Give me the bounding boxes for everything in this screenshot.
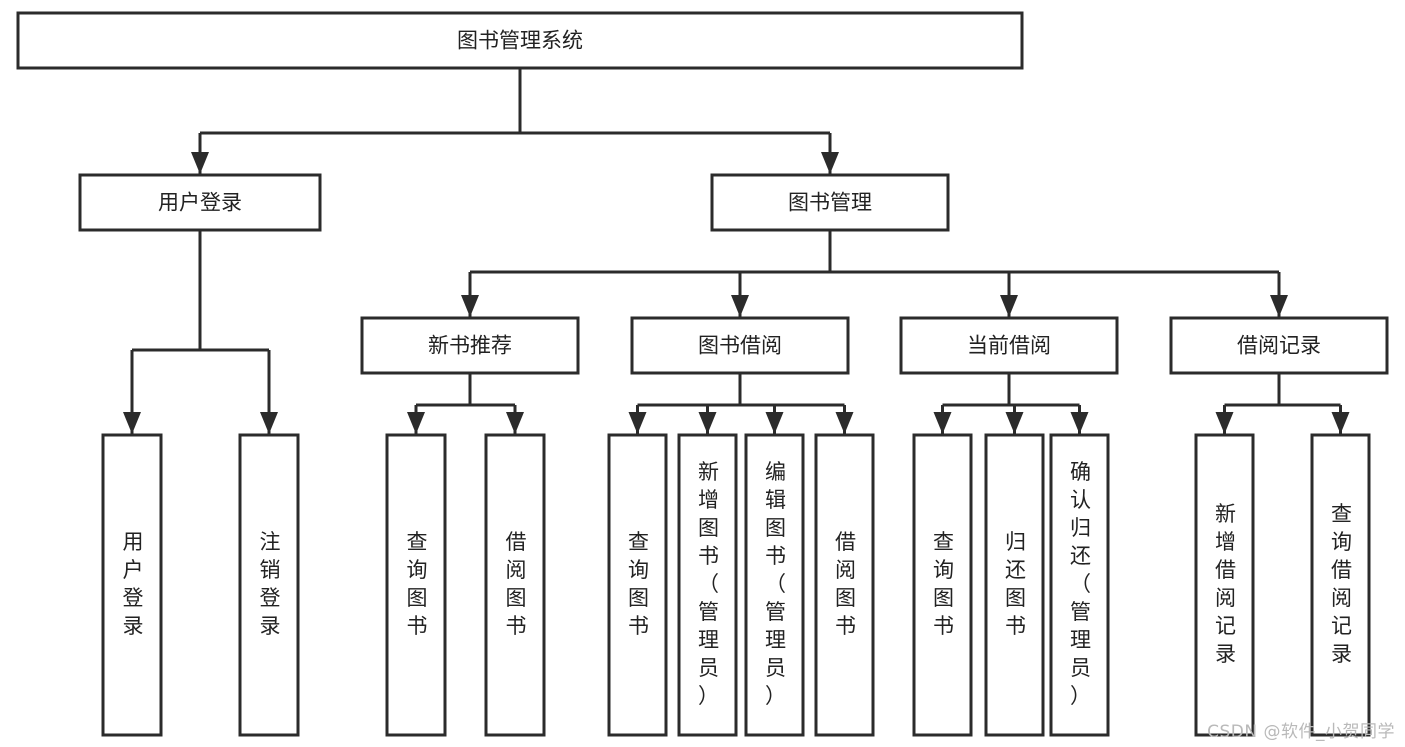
node-new-book-recommend[interactable]: 新书推荐: [360, 316, 580, 375]
node-box: [744, 433, 805, 737]
node-box: [238, 433, 300, 737]
arrow-head-icon: [698, 412, 717, 434]
node-box: [1049, 433, 1110, 737]
arrow-head-icon: [1000, 295, 1018, 317]
arrow-head-icon: [123, 412, 141, 434]
arrow-head-icon: [731, 295, 749, 317]
node-box: [16, 11, 1024, 70]
node-box: [984, 433, 1045, 737]
node-label: 图书管理: [788, 191, 872, 215]
node-box: [677, 433, 738, 737]
node-label: 新增借阅记录: [1215, 502, 1236, 666]
arrow-head-icon: [765, 412, 784, 434]
node-leaf-query-book-1[interactable]: 查询图书: [385, 433, 447, 737]
node-leaf-confirm-return[interactable]: 确认归还（管理员）: [1049, 433, 1110, 737]
connectors-layer: [123, 68, 1350, 434]
node-box: [360, 316, 580, 375]
node-user-login[interactable]: 用户登录: [78, 173, 322, 232]
node-label: 编辑图书（管理员）: [765, 460, 786, 708]
node-label: 借阅记录: [1237, 334, 1321, 358]
node-label: 用户登录: [123, 530, 144, 638]
node-label: 查询借阅记录: [1331, 502, 1352, 666]
arrow-head-icon: [835, 412, 854, 434]
node-label: 查询图书: [628, 530, 649, 638]
watermark-label: CSDN @软件_小贺同学: [1207, 722, 1395, 742]
node-leaf-query-record[interactable]: 查询借阅记录: [1310, 433, 1371, 737]
arrow-head-icon: [260, 412, 278, 434]
node-root[interactable]: 图书管理系统: [16, 11, 1024, 70]
node-label: 借阅图书: [835, 530, 856, 638]
node-leaf-add-record[interactable]: 新增借阅记录: [1194, 433, 1255, 737]
node-book-borrow[interactable]: 图书借阅: [630, 316, 850, 375]
arrow-head-icon: [1215, 412, 1234, 434]
node-box: [710, 173, 950, 232]
arrow-head-icon: [628, 412, 647, 434]
node-label: 当前借阅: [967, 334, 1051, 358]
node-leaf-query-book-2[interactable]: 查询图书: [607, 433, 668, 737]
node-box: [1194, 433, 1255, 737]
node-book-manage[interactable]: 图书管理: [710, 173, 950, 232]
node-box: [607, 433, 668, 737]
node-box: [1169, 316, 1389, 375]
node-label: 图书管理系统: [457, 29, 583, 53]
node-label: 注销登录: [260, 530, 281, 638]
arrow-head-icon: [407, 412, 425, 434]
node-label: 新书推荐: [428, 334, 512, 358]
node-leaf-borrow-book-2[interactable]: 借阅图书: [814, 433, 875, 737]
node-label: 归还图书: [1005, 530, 1026, 638]
node-box: [630, 316, 850, 375]
node-label: 查询图书: [933, 530, 954, 638]
arrow-head-icon: [1070, 412, 1089, 434]
arrow-head-icon: [1005, 412, 1024, 434]
node-box: [1310, 433, 1371, 737]
node-label: 确认归还（管理员）: [1070, 460, 1091, 708]
node-leaf-add-book[interactable]: 新增图书（管理员）: [677, 433, 738, 737]
node-label: 用户登录: [158, 191, 242, 215]
node-leaf-edit-book[interactable]: 编辑图书（管理员）: [744, 433, 805, 737]
node-label: 借阅图书: [506, 530, 527, 638]
nodes-layer: 图书管理系统用户登录图书管理新书推荐图书借阅当前借阅借阅记录用户登录注销登录查询…: [16, 11, 1389, 737]
node-box: [912, 433, 973, 737]
node-leaf-query-book-3[interactable]: 查询图书: [912, 433, 973, 737]
node-current-borrow[interactable]: 当前借阅: [899, 316, 1119, 375]
arrow-head-icon: [1270, 295, 1288, 317]
arrow-head-icon: [506, 412, 524, 434]
arrow-head-icon: [1331, 412, 1350, 434]
node-box: [385, 433, 447, 737]
node-box: [899, 316, 1119, 375]
node-borrow-record[interactable]: 借阅记录: [1169, 316, 1389, 375]
node-box: [78, 173, 322, 232]
node-leaf-user-login[interactable]: 用户登录: [101, 433, 163, 737]
node-box: [814, 433, 875, 737]
node-leaf-return-book[interactable]: 归还图书: [984, 433, 1045, 737]
node-box: [484, 433, 546, 737]
arrow-head-icon: [821, 152, 839, 174]
node-label: 新增图书（管理员）: [698, 460, 719, 708]
node-leaf-logout[interactable]: 注销登录: [238, 433, 300, 737]
arrow-head-icon: [461, 295, 479, 317]
node-box: [101, 433, 163, 737]
node-label: 图书借阅: [698, 334, 782, 358]
arrow-head-icon: [191, 152, 209, 174]
node-label: 查询图书: [407, 530, 428, 638]
node-leaf-borrow-book-1[interactable]: 借阅图书: [484, 433, 546, 737]
arrow-head-icon: [933, 412, 952, 434]
